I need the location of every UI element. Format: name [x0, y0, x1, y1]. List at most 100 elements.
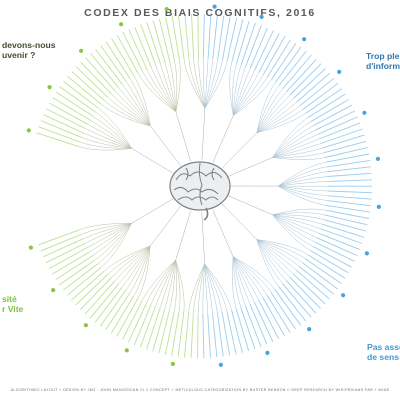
bias-label-mark — [307, 93, 346, 118]
bias-label-mark — [316, 237, 358, 257]
leaf-branch — [256, 98, 294, 133]
leaf-branch — [256, 239, 306, 260]
leaf-branch — [233, 64, 242, 116]
brain-fold — [177, 196, 219, 201]
trunk-branch — [149, 205, 181, 247]
leaf-branch — [232, 256, 242, 308]
leaf-branch — [229, 61, 234, 116]
leaf-branch — [110, 245, 151, 279]
leaf-branch — [204, 263, 218, 313]
leaf-branch — [129, 78, 151, 126]
leaf-branch — [138, 73, 177, 113]
node-dot-icon — [164, 7, 169, 12]
trunk-branch — [201, 211, 205, 264]
node-dot-icon — [307, 327, 312, 332]
bias-label-mark — [270, 292, 296, 330]
leaf-branch — [101, 223, 132, 268]
bias-label-mark — [46, 108, 86, 130]
bias-label-mark — [66, 266, 102, 296]
category-nodes — [26, 4, 381, 367]
bias-label-mark — [146, 307, 161, 350]
poster-title: CODEX DES BIAIS COGNITIFS, 2016 — [84, 7, 316, 19]
leaf-branch — [272, 147, 323, 158]
leaf-branch — [204, 263, 213, 314]
leaf-branch — [272, 125, 314, 158]
leaf-branch — [198, 57, 206, 109]
leaf-branch — [202, 263, 205, 315]
leaf-branch — [256, 239, 283, 284]
leaf-branch — [256, 94, 291, 133]
leaf-branch — [104, 100, 151, 127]
leaf-branch — [169, 260, 176, 311]
bias-label-mark — [94, 287, 123, 323]
bias-label-mark — [320, 128, 363, 144]
leaf-branch — [272, 157, 325, 160]
bias-label-mark — [258, 33, 280, 73]
leaf-branch — [87, 223, 132, 248]
leaf-branch — [277, 185, 328, 197]
bias-label-mark — [240, 22, 256, 65]
leaf-branch — [202, 57, 206, 109]
leaf-branch — [272, 214, 316, 243]
node-dot-icon — [259, 14, 264, 19]
bias-label-mark — [43, 238, 84, 258]
bias-label-mark — [245, 25, 262, 67]
credits-footer: ALGORITHMIC LAYOUT + DESIGN BY JM3 · JOH… — [10, 388, 390, 392]
bias-label-mark — [323, 140, 367, 154]
leaf-branch — [256, 109, 303, 133]
leaf-branch — [183, 58, 206, 109]
bias-label-mark — [323, 219, 367, 232]
bias-label-mark — [71, 270, 105, 301]
node-dot-icon — [212, 4, 217, 9]
bias-label-mark — [59, 259, 96, 286]
node-dot-icon — [124, 348, 129, 353]
bias-label-mark — [244, 305, 262, 347]
heading-top-right: Trop plei d'inform — [366, 51, 400, 71]
leaf-branch — [142, 259, 176, 301]
leaf-branch — [256, 239, 290, 278]
bias-label-mark — [99, 290, 127, 327]
bias-label-mark — [240, 307, 256, 350]
leaf-branch — [204, 59, 218, 109]
leaf-branch — [125, 245, 151, 291]
bias-label-mark — [207, 14, 212, 59]
bias-label-mark — [221, 312, 231, 356]
leaf-branch — [133, 245, 151, 296]
leaf-branch — [188, 263, 205, 314]
bias-label-mark — [139, 305, 157, 348]
node-dot-icon — [79, 48, 84, 53]
leaf-branch — [98, 223, 132, 264]
node-dot-icon — [218, 362, 223, 367]
bias-label-mark — [231, 19, 244, 63]
bias-label-mark — [307, 254, 346, 279]
leaf-branch — [256, 91, 287, 133]
leaf-branch — [193, 263, 205, 314]
bias-label-mark — [171, 312, 180, 356]
bias-label-mark — [310, 250, 349, 274]
trunk-branch — [212, 209, 234, 257]
leaf-branch — [256, 239, 294, 274]
bias-label-mark — [171, 16, 180, 60]
bias-label-mark — [212, 14, 218, 59]
bias-label-mark — [293, 68, 326, 99]
leaf-branch — [232, 256, 259, 300]
leaf-branch — [256, 85, 280, 133]
leaf-branch — [256, 239, 303, 263]
bias-label-mark — [235, 308, 250, 352]
branch-lines — [78, 57, 329, 315]
leaf-branch — [277, 171, 328, 187]
leaf-branch — [272, 134, 318, 158]
bias-label-mark — [52, 97, 91, 121]
bias-label-mark — [282, 54, 312, 89]
bias-label-mark — [305, 88, 343, 114]
leaf-branch — [121, 245, 151, 288]
leaf-branch — [129, 245, 151, 294]
node-dot-icon — [364, 251, 369, 256]
bias-label-mark — [90, 53, 119, 88]
leaf-branch — [118, 245, 151, 285]
leaf-branch — [256, 88, 284, 133]
bias-label-mark — [134, 26, 152, 68]
bias-label-mark — [75, 274, 108, 306]
